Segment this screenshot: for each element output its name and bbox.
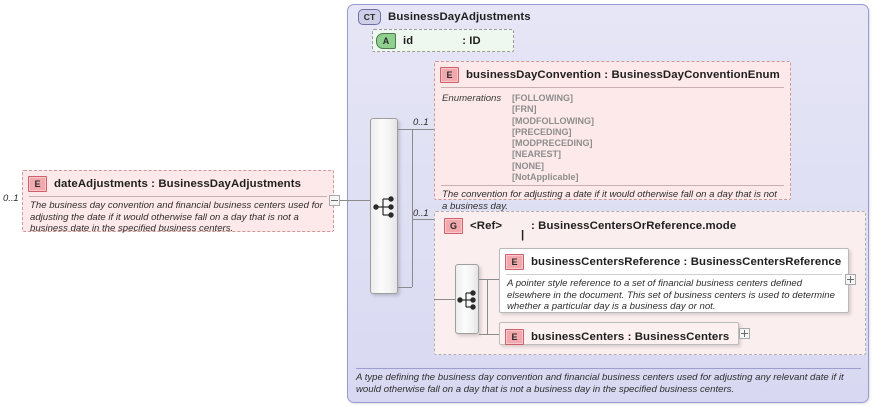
connector-line <box>412 129 434 130</box>
element-badge: E <box>505 329 524 345</box>
enumeration-item: [FOLLOWING] <box>512 93 573 103</box>
attribute-separator: : <box>462 35 467 47</box>
sequence-icon <box>373 196 394 218</box>
expand-toggle-business-centers[interactable] <box>739 328 750 339</box>
enumeration-item: [MODPRECEDING] <box>512 138 593 149</box>
complextype-badge: CT <box>358 9 381 25</box>
element-business-centers-reference[interactable]: E businessCentersReference : BusinessCen… <box>499 248 849 313</box>
cardinality-date-adjustments: 0..1 <box>3 192 19 203</box>
connector-line <box>412 219 413 287</box>
group-ref-name: <Ref> <box>470 220 503 232</box>
cardinality-group-ref: 0..1 <box>413 207 429 218</box>
group-separator: : <box>531 220 535 232</box>
complextype-documentation: A type defining the business day convent… <box>356 372 844 395</box>
divider <box>506 274 842 275</box>
connector-line <box>412 219 434 220</box>
element-name: businessCenters <box>531 331 625 343</box>
element-separator: : <box>627 331 632 343</box>
element-business-day-convention[interactable]: E businessDayConvention : BusinessDayCon… <box>434 61 791 212</box>
attribute-id-box[interactable]: A id : ID <box>372 29 514 52</box>
group-mode-marker: | <box>521 229 525 241</box>
element-type: BusinessCenters <box>634 331 730 343</box>
attribute-type: ID <box>469 35 481 47</box>
divider <box>29 196 327 197</box>
choice-icon <box>457 290 476 310</box>
element-business-centers[interactable]: E businessCenters : BusinessCenters <box>499 322 739 345</box>
element-name: dateAdjustments <box>54 178 148 190</box>
complextype-header: CT BusinessDayAdjustments <box>356 7 535 28</box>
enumeration-item: [NONE] <box>512 160 544 171</box>
element-type: BusinessDayAdjustments <box>158 178 302 190</box>
connector-line <box>340 200 370 201</box>
connector-line <box>434 299 455 300</box>
connector-line <box>479 334 487 335</box>
group-ref-type: BusinessCentersOrReference.mode <box>538 220 737 232</box>
element-name: businessCentersReference <box>531 256 681 268</box>
element-separator: : <box>604 69 609 81</box>
enumeration-item: [PRECEDING] <box>512 126 572 137</box>
element-type: BusinessDayConventionEnum <box>611 69 780 81</box>
connector-line <box>487 334 499 335</box>
attribute-name: id <box>403 35 414 47</box>
connector-line <box>398 129 412 130</box>
divider <box>441 185 784 187</box>
enumeration-item: [MODFOLLOWING] <box>512 115 594 126</box>
connector-line <box>412 129 413 219</box>
complextype-name: BusinessDayAdjustments <box>388 11 531 23</box>
element-badge: E <box>440 67 459 83</box>
enumerations-section: Enumerations [FOLLOWING] [FRN] [MODFOLLO… <box>438 91 787 184</box>
element-separator: : <box>683 256 688 268</box>
connector-line <box>479 279 487 280</box>
element-date-adjustments[interactable]: E dateAdjustments : BusinessDayAdjustmen… <box>22 170 334 234</box>
enumeration-item: [NotApplicable] <box>512 172 579 183</box>
cardinality-business-day-convention: 0..1 <box>413 116 429 127</box>
element-documentation: The convention for adjusting a date if i… <box>442 189 777 212</box>
element-badge: E <box>505 254 524 270</box>
element-documentation: A pointer style reference to a set of fi… <box>507 278 835 313</box>
connector-line <box>487 279 499 280</box>
complextype-documentation-wrap: A type defining the business day convent… <box>356 372 861 395</box>
divider <box>441 87 784 88</box>
attribute-badge: A <box>376 33 396 49</box>
element-separator: : <box>151 178 156 190</box>
sequence-compositor[interactable] <box>370 118 398 294</box>
element-documentation: The business day convention and financia… <box>30 200 323 235</box>
enumerations-list: [FOLLOWING] [FRN] [MODFOLLOWING] [PRECED… <box>512 93 594 183</box>
enumeration-item: [FRN] <box>512 104 537 115</box>
enumerations-label: Enumerations <box>442 93 502 104</box>
group-ref-header[interactable]: G <Ref> : BusinessCentersOrReference.mod… <box>442 216 740 237</box>
choice-compositor[interactable] <box>455 264 479 334</box>
connector-line <box>487 279 488 334</box>
element-name: businessDayConvention <box>466 69 602 81</box>
connector-line <box>398 287 412 288</box>
element-badge: E <box>28 176 47 192</box>
divider <box>356 368 861 369</box>
expand-toggle-business-centers-reference[interactable] <box>845 274 856 285</box>
group-badge: G <box>444 218 463 234</box>
collapse-toggle-date-adjustments[interactable] <box>329 195 340 206</box>
element-type: BusinessCentersReference <box>690 256 842 268</box>
enumeration-item: [NEAREST] <box>512 149 561 160</box>
